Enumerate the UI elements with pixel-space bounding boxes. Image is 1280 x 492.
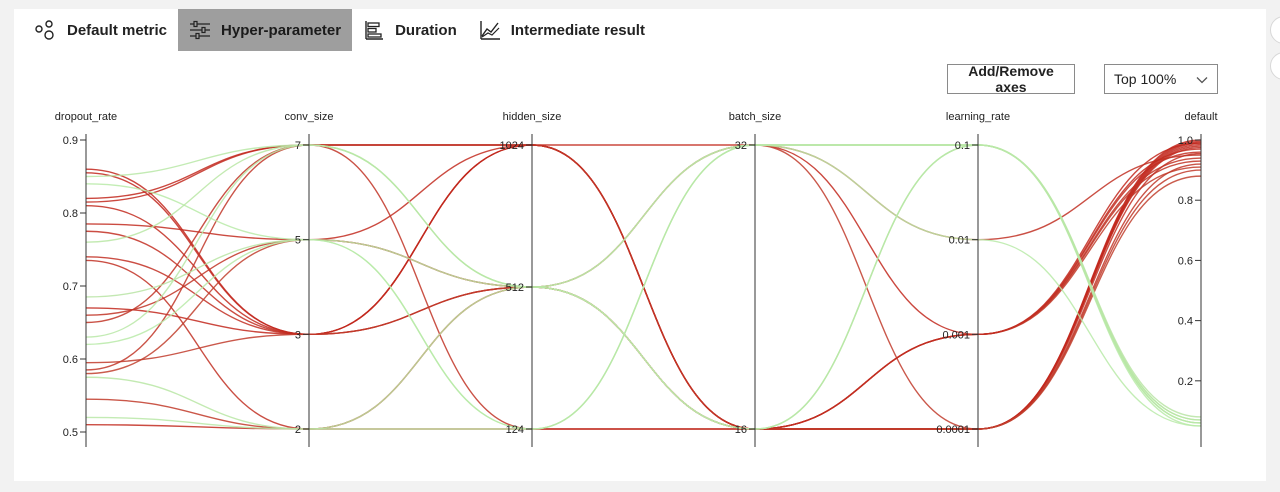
top-percent-select[interactable]: Top 100% (1104, 64, 1218, 94)
trial-line[interactable] (85, 157, 1202, 430)
tick-label: 0.8 (1178, 195, 1193, 207)
scroll-down-handle[interactable] (1270, 52, 1280, 80)
tick-label: 0.6 (63, 354, 78, 366)
axis-batch_size: batch_size 16 32 (729, 111, 782, 447)
tick-label: 2 (295, 424, 301, 436)
trial-line[interactable] (85, 166, 1202, 430)
tick-label: 0.2 (1178, 376, 1193, 388)
tab-hyper-parameter[interactable]: Hyper-parameter (178, 9, 353, 51)
trial-line[interactable] (85, 175, 1202, 430)
tick-label: 124 (506, 424, 524, 436)
tick-label: 3 (295, 329, 301, 341)
trial-line[interactable] (85, 144, 1202, 430)
tick-label: 5 (295, 235, 301, 247)
tick-label: 0.8 (63, 208, 78, 220)
tab-bar: Default metric Hyper-parameter Duration … (24, 9, 656, 51)
axis-dropout_rate: dropout_rate 0.5 0.6 0.7 0.8 0.9 (55, 111, 117, 447)
tab-label: Default metric (67, 21, 168, 39)
tick-label: 32 (735, 140, 747, 152)
trial-line[interactable] (85, 151, 1202, 430)
axis-title: conv_size (285, 111, 334, 123)
tick-label: 0.4 (1178, 316, 1193, 328)
line-chart-icon (479, 19, 501, 41)
tick-label: 1024 (500, 140, 524, 152)
tick-label: 0.6 (1178, 255, 1193, 267)
tab-label: Duration (395, 21, 457, 39)
tab-intermediate-result[interactable]: Intermediate result (468, 9, 656, 51)
tick-label: 7 (295, 140, 301, 152)
tick-label: 0.1 (955, 140, 970, 152)
scroll-up-handle[interactable] (1270, 16, 1280, 44)
axis-default: default 0.2 0.4 0.6 0.8 1.0 (1178, 111, 1218, 447)
parallel-coordinates-chart: dropout_rate 0.5 0.6 0.7 0.8 0.9 conv_size 2 3 5 7… (55, 111, 1218, 447)
trial-lines (85, 139, 1202, 430)
axis-title: learning_rate (946, 111, 1010, 123)
tick-label: 0.9 (63, 135, 78, 147)
sliders-icon (189, 19, 211, 41)
trial-line[interactable] (85, 139, 1202, 430)
tick-label: 0.5 (63, 427, 78, 439)
axis-conv_size: conv_size 2 3 5 7 (285, 111, 334, 447)
bar-chart-icon (363, 19, 385, 41)
tab-default-metric[interactable]: Default metric (24, 9, 178, 51)
tick-label: 512 (506, 282, 524, 294)
axis-title: hidden_size (503, 111, 562, 123)
trial-line[interactable] (85, 144, 1202, 430)
tick-label: 16 (735, 424, 747, 436)
main-panel: Default metric Hyper-parameter Duration … (14, 9, 1266, 481)
top-percent-value: Top 100% (1114, 71, 1177, 87)
axis-title: dropout_rate (55, 111, 117, 123)
tick-label: 1.0 (1178, 135, 1193, 147)
trial-line[interactable] (85, 144, 1202, 418)
axis-title: batch_size (729, 111, 782, 123)
axis-title: default (1184, 111, 1217, 123)
trial-line[interactable] (85, 148, 1202, 430)
tick-label: 0.7 (63, 281, 78, 293)
tab-label: Intermediate result (510, 21, 645, 39)
tab-duration[interactable]: Duration (352, 9, 468, 51)
axis-hidden_size: hidden_size 124 512 1024 (500, 111, 562, 447)
tick-label: 0.0001 (936, 424, 970, 436)
tick-label: 0.001 (942, 329, 970, 341)
scatter-icon (35, 19, 57, 41)
add-remove-axes-button[interactable]: Add/Remove axes (947, 63, 1075, 95)
chevron-down-icon (1196, 77, 1208, 84)
tick-label: 0.01 (949, 235, 970, 247)
tab-label: Hyper-parameter (221, 21, 342, 39)
axis-learning_rate: learning_rate 0.0001 0.001 0.01 0.1 (936, 111, 1010, 447)
